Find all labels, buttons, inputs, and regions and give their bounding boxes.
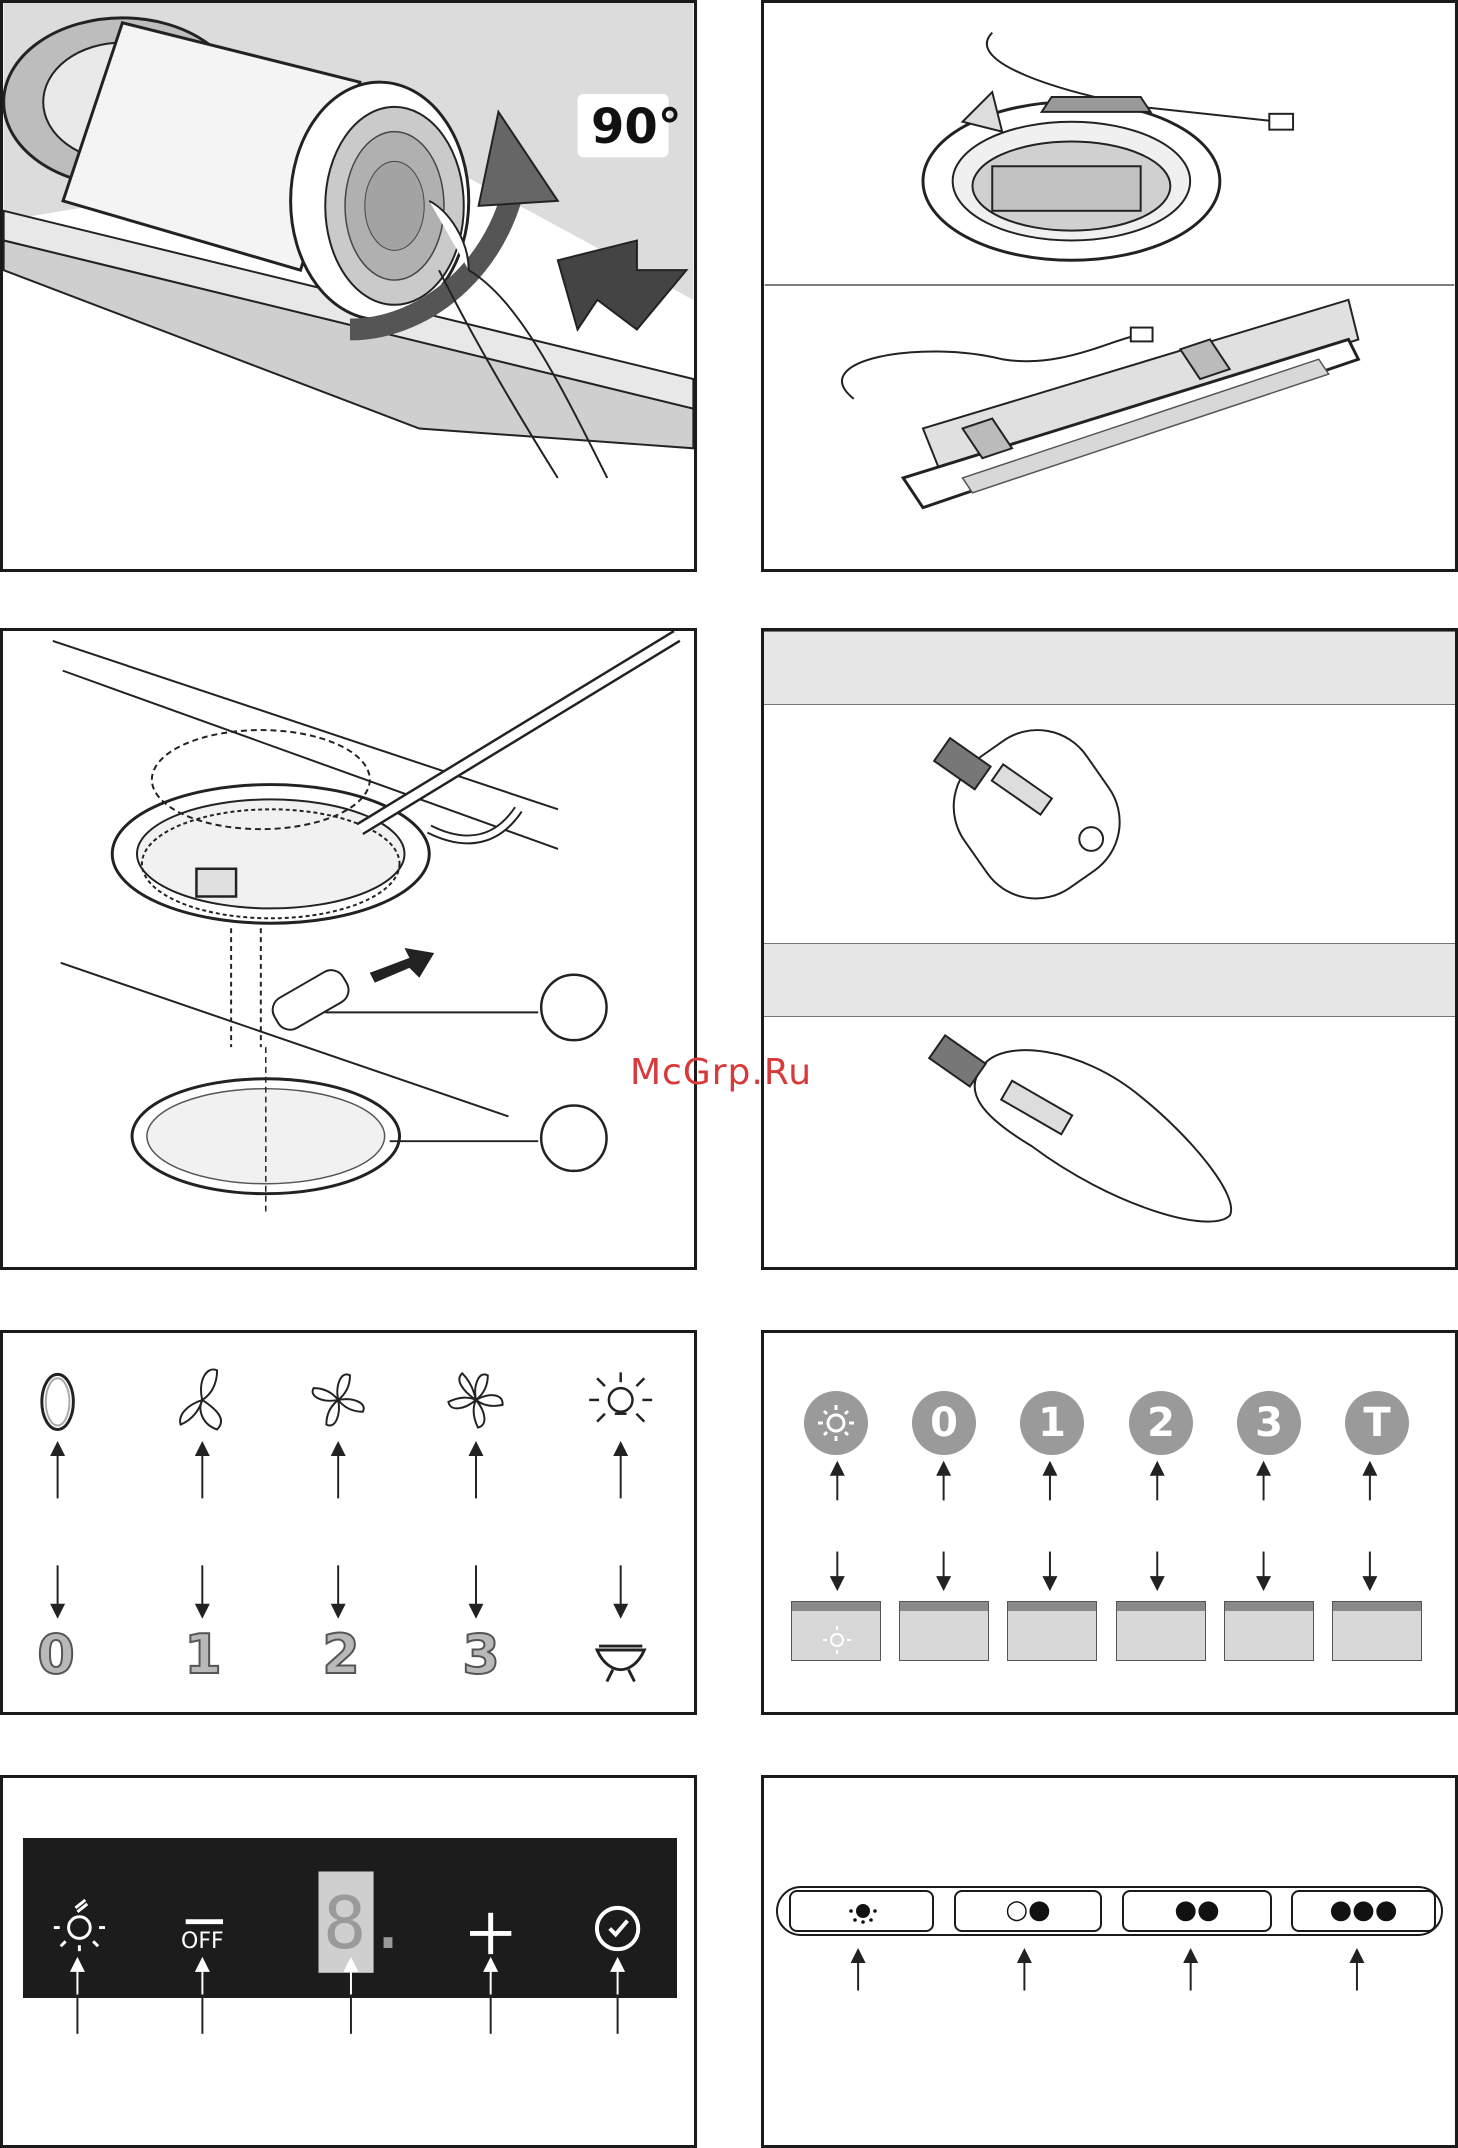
level-3-label: 3 <box>451 1623 511 1686</box>
light-icon <box>792 1602 882 1662</box>
plus-icon <box>470 1913 511 1954</box>
bulb-replacement-illustration <box>3 631 694 1267</box>
pill-speed-1-button[interactable]: ○● <box>954 1890 1102 1932</box>
light-icon <box>54 1900 105 1951</box>
pill-arrows <box>764 1778 1455 2145</box>
level-2-label: 2 <box>311 1623 371 1686</box>
key-2[interactable] <box>1116 1601 1206 1661</box>
pill-light-button[interactable] <box>789 1890 934 1932</box>
up-arrows <box>52 1443 627 1498</box>
key-0[interactable] <box>899 1601 989 1661</box>
figure-2-lamp-units <box>761 0 1458 572</box>
key-t[interactable] <box>1332 1601 1422 1661</box>
button-t[interactable]: T <box>1345 1391 1409 1455</box>
light-icon <box>804 1391 868 1455</box>
key-light[interactable] <box>791 1601 881 1661</box>
bulb-types-illustration <box>764 631 1455 1267</box>
button-2[interactable]: 2 <box>1129 1391 1193 1455</box>
display-digit: 8. <box>323 1878 410 1968</box>
figure-6-button-panel: 0 1 2 3 T <box>761 1330 1458 1715</box>
off-label: OFF <box>181 1929 224 1954</box>
light-button[interactable] <box>804 1391 868 1455</box>
down-arrows <box>52 1565 627 1616</box>
level-1-label: 1 <box>173 1623 233 1686</box>
figure-3-bulb-replacement <box>0 628 697 1270</box>
fan-2-blade-icon <box>180 1369 221 1429</box>
watermark-text: McGrp.Ru <box>630 1052 812 1093</box>
timer-icon <box>597 1908 638 1949</box>
button-3[interactable]: 3 <box>1237 1391 1301 1455</box>
figure-7-control-bar: OFF 8. <box>0 1775 697 2148</box>
light-icon <box>791 1892 936 1930</box>
figure-8-pill-buttons: ○● ●● ●●● <box>761 1775 1458 2148</box>
light-icon <box>589 1372 652 1421</box>
lamp-rotate-illustration <box>3 3 694 569</box>
pill-speed-2-button[interactable]: ●● <box>1122 1890 1272 1932</box>
key-1[interactable] <box>1007 1601 1097 1661</box>
button-0[interactable]: 0 <box>912 1391 976 1455</box>
level-0-label: 0 <box>26 1623 86 1686</box>
fan-3-blade-icon <box>313 1374 364 1425</box>
lamp-dish-icon <box>597 1646 644 1681</box>
lamp-units-illustration <box>764 3 1455 569</box>
key-3[interactable] <box>1224 1601 1314 1661</box>
figure-4-bulb-types <box>761 628 1458 1270</box>
button-1[interactable]: 1 <box>1020 1391 1084 1455</box>
control-bar-arrows <box>77 1994 617 2033</box>
rotation-angle-label: 90° <box>591 99 682 155</box>
pill-speed-3-button[interactable]: ●●● <box>1291 1890 1436 1932</box>
figure-5-symbol-mapping: 0 1 2 3 <box>0 1330 697 1715</box>
fan-5-blade-icon <box>448 1373 502 1427</box>
figure-1-rotate-lamp: 90° <box>0 0 697 572</box>
